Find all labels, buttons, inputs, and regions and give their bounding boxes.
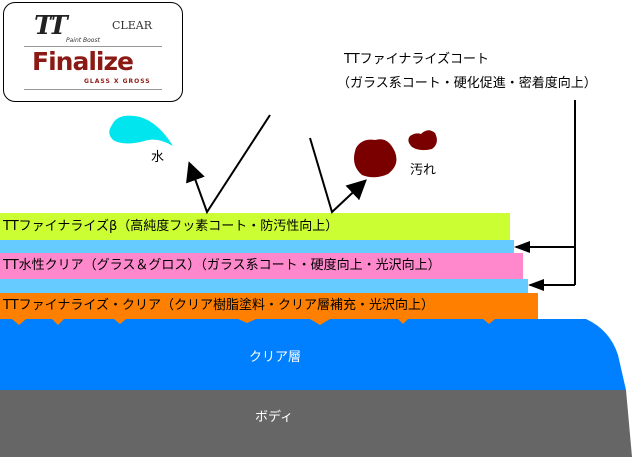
water-label: 水 [151,150,165,165]
dirt-stain-large [354,139,397,178]
top-coat-name: TTファイナライズコート [344,52,490,67]
layer-label-finalize-clear: TTファイナライズ・クリア（クリア樹脂塗料・クリア層補充・光沢向上） [3,298,435,313]
orange-drips [12,319,495,325]
layer-orange [0,293,538,319]
dirt-label: 汚れ [410,163,437,178]
logo-subtitle: GLASS X GROSS [84,78,151,85]
layer-blue-1 [0,240,514,253]
logo-clear: CLEAR [112,19,152,32]
layer-blue-2 [0,279,528,293]
water-repel-arrow [186,114,271,215]
logo-tagline: Paint Boost [66,37,100,44]
dirt-stain-small [408,130,437,151]
top-coat-desc: （ガラス系コート・硬化促進・密着度向上） [337,76,597,91]
layer-green [0,213,510,240]
water-drop [109,115,173,146]
logo-brand: TT [34,11,68,41]
layer-label-beta: TTファイナライズβ（高純度フッ素コート・防汚性向上） [3,219,339,234]
layer-label-water-clear: TT水性クリア（グラス＆グロス）（ガラス系コート・硬度向上・光沢向上） [3,258,441,273]
body-layer [0,390,632,457]
logo-divider [24,46,162,47]
logo-divider [24,89,162,90]
logo-product: Finalize [32,47,134,76]
clear-layer-shape [0,319,626,390]
body-layer-label: ボディ [255,410,294,425]
logo: TT CLEAR Paint Boost Finalize GLASS X GR… [3,2,183,102]
layer-pink [0,253,523,279]
clear-layer-label: クリア層 [249,350,302,365]
dirt-repel-arrow [309,137,367,214]
